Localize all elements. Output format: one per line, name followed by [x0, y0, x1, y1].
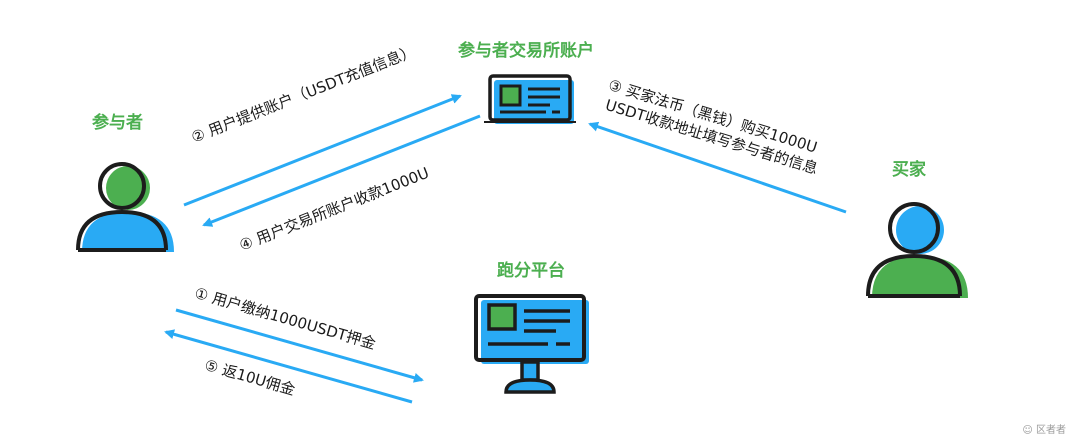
platform-title: 跑分平台: [497, 261, 565, 281]
exchange-account-card-icon: [484, 74, 576, 124]
platform-monitor-icon: [474, 294, 589, 394]
arrow-step-2: [183, 94, 462, 207]
watermark: ☺ 区者者: [1022, 425, 1066, 436]
buyer-person-icon: [866, 202, 968, 298]
participant-title: 参与者: [92, 113, 143, 133]
arrow-step-1: [175, 308, 424, 383]
arrow-step-3: [588, 121, 847, 214]
arrow-step-4: [202, 114, 481, 227]
buyer-title: 买家: [892, 160, 926, 180]
participant-person-icon: [76, 162, 174, 252]
exchange-account-title: 参与者交易所账户: [458, 41, 594, 61]
arrow-step-5: [164, 329, 413, 404]
